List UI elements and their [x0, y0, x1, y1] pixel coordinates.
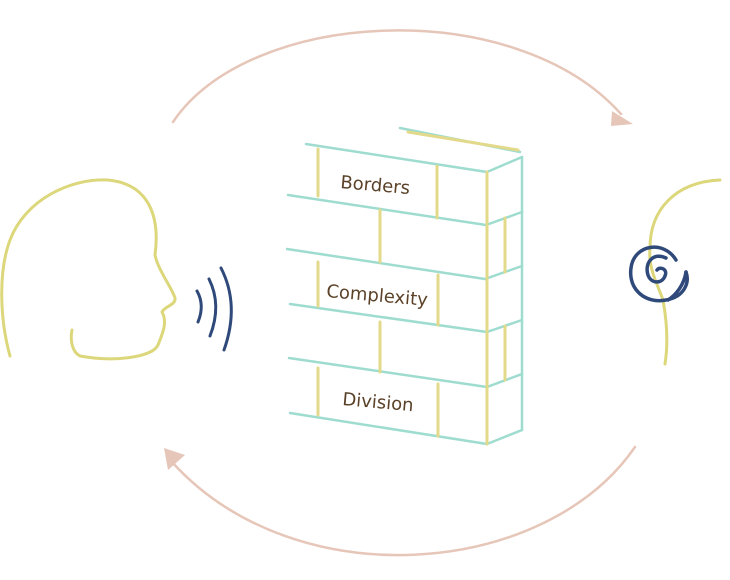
brick-joints [316, 130, 520, 446]
wall-label-borders: Borders [340, 172, 411, 199]
brick-wall: Borders Complexity Division [285, 126, 524, 446]
bottom-arrowhead-icon [164, 448, 185, 470]
brick-outlines [285, 126, 524, 446]
wall-label-complexity: Complexity [326, 281, 429, 311]
ear-icon [629, 245, 689, 303]
sound-waves-icon [195, 266, 233, 352]
top-arrowhead-icon [611, 111, 633, 126]
bottom-cycle-arrow [164, 445, 637, 557]
speaker-head-icon [0, 178, 177, 361]
top-cycle-arrow [171, 29, 633, 126]
listener-head-icon [648, 178, 722, 366]
wall-label-division: Division [342, 389, 415, 416]
